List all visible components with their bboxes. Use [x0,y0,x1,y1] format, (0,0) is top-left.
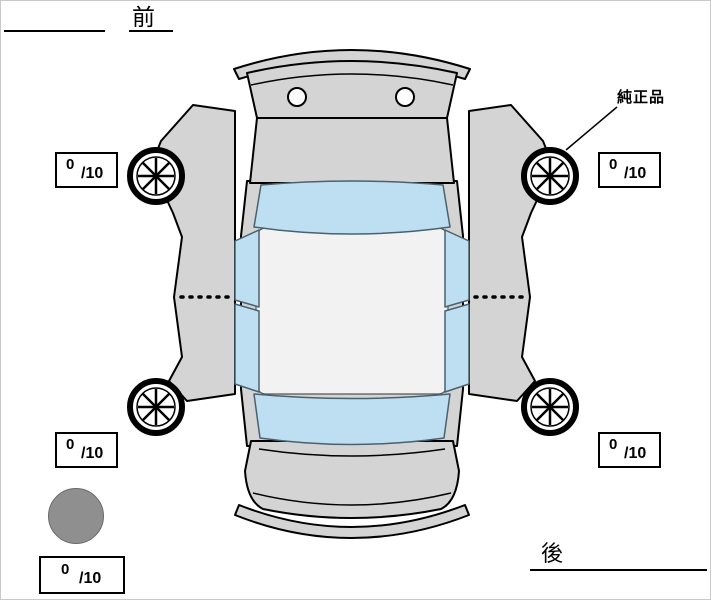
score-numerator: 0 [609,156,618,173]
rear-left-window [234,303,260,393]
score-denominator: /10 [624,165,647,182]
tread-score-spare: 0 /10 [39,556,125,594]
tread-score-front-left: 0 /10 [55,152,118,188]
front-left-window [234,229,260,308]
tread-score-rear-left: 0 /10 [55,432,118,468]
wheel-rear-left [130,381,182,433]
genuine-parts-label: 純正品 [617,89,666,106]
rear-label: 後 [541,541,564,566]
tread-score-front-right: 0 /10 [598,152,661,188]
score-numerator: 0 [66,436,75,453]
rear-window [253,393,451,446]
front-label: 前 [132,4,155,30]
rear-deck [244,440,460,519]
front-label-underline [129,30,173,32]
score-denominator: /10 [79,570,102,587]
wheel-rear-right [524,381,576,433]
score-denominator: /10 [81,165,104,182]
tread-score-rear-right: 0 /10 [598,432,661,468]
spare-tire-marker-circle [48,488,104,544]
hood [249,117,455,184]
score-numerator: 0 [61,561,70,578]
roof [255,227,449,395]
score-denominator: /10 [81,445,104,462]
genuine-part-pointer-line [565,106,618,151]
rear-rule-line [530,569,707,571]
front-left-washer [287,87,307,107]
front-right-window [444,229,470,308]
front-fascia [246,60,458,119]
windshield [253,180,451,235]
score-numerator: 0 [66,156,75,173]
score-denominator: /10 [624,445,647,462]
rear-right-window [444,303,470,393]
rear-bumper [234,504,470,539]
front-right-washer [395,87,415,107]
score-numerator: 0 [609,436,618,453]
wheel-front-right [524,150,576,202]
front-rule-line [4,30,105,32]
wheel-front-left [130,150,182,202]
